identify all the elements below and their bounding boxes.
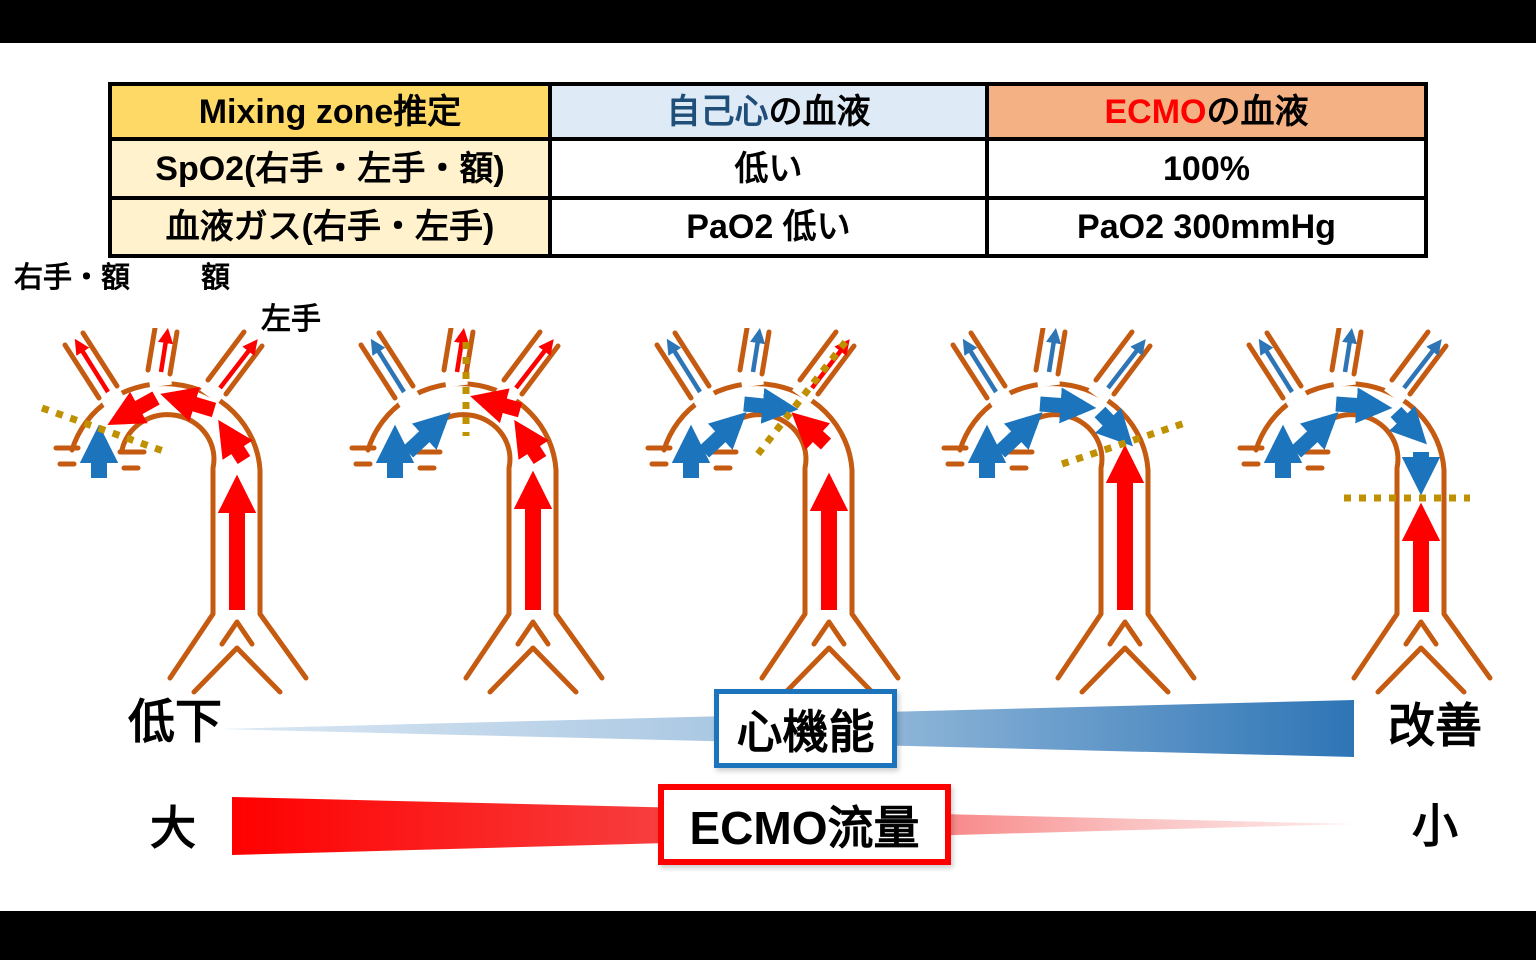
- aorta-diagram-5: [1237, 328, 1493, 695]
- bloodgas-ecmo-value: PaO2 300mmHg: [1077, 208, 1336, 246]
- spo2-ecmo-value: 100%: [1163, 149, 1250, 188]
- table-header-mixing-zone: Mixing zone推定: [110, 84, 550, 139]
- aorta-vessel: [349, 328, 605, 695]
- native-flow-arrows: [666, 328, 799, 478]
- native-heart-suffix: の血液: [768, 92, 871, 131]
- ecmo-flow-box: ECMO流量: [658, 784, 951, 865]
- ecmo-flow-arrows: [454, 328, 554, 610]
- table-row-spo2-ecmo: 100%: [987, 139, 1426, 198]
- ecmo-accent: ECMO: [1104, 92, 1207, 131]
- table-header-native-blood: 自己心の血液: [550, 84, 987, 139]
- aorta-vessel: [53, 328, 309, 695]
- table-row-spo2-label: SpO2(右手・左手・額): [110, 139, 550, 198]
- mixing-zone-line: [1060, 418, 1190, 468]
- spo2-native-value: 低い: [734, 149, 803, 188]
- native-flow-arrows: [962, 328, 1146, 478]
- cardiac-function-box-label: 心機能: [736, 705, 875, 758]
- aorta-vessel: [1237, 328, 1493, 695]
- branch-label-left-hand: 左手: [261, 303, 321, 336]
- aorta-vessel: [645, 328, 901, 695]
- mixing-zone-line: [40, 404, 168, 456]
- table-row-bloodgas-native: PaO2 低い: [550, 198, 987, 256]
- ecmo-axis-left-label: 大: [150, 802, 196, 854]
- ecmo-flow-arrows: [74, 328, 258, 610]
- bloodgas-native-value: PaO2 低い: [686, 208, 851, 246]
- bloodgas-label-text: 血液ガス(右手・左手): [165, 208, 495, 246]
- cardiac-function-box: 心機能: [714, 689, 897, 768]
- cardiac-axis-right-label: 改善: [1388, 699, 1482, 752]
- ecmo-suffix: の血液: [1206, 92, 1309, 131]
- branch-label-forehead: 額: [201, 262, 231, 294]
- aorta-diagram-2: [349, 328, 605, 695]
- native-heart-accent: 自己心: [666, 92, 769, 131]
- table-row-bloodgas-label: 血液ガス(右手・左手): [110, 198, 550, 256]
- ecmo-flow-box-label: ECMO流量: [689, 801, 920, 854]
- native-flow-arrows: [1258, 328, 1442, 496]
- cardiac-axis-left-label: 低下: [128, 695, 222, 748]
- aorta-vessel: [941, 328, 1197, 695]
- table-row-bloodgas-ecmo: PaO2 300mmHg: [987, 198, 1426, 256]
- aorta-diagram-4: [941, 328, 1197, 695]
- ecmo-axis-right-label: 小: [1412, 800, 1458, 852]
- spo2-label-text: SpO2(右手・左手・額): [155, 149, 505, 188]
- native-flow-arrows: [370, 338, 451, 478]
- aorta-diagram-3: [645, 328, 901, 695]
- aorta-diagram-1: [40, 328, 309, 695]
- branch-label-right-hand-forehead: 右手・額: [14, 262, 131, 294]
- table-header-mixing-zone-label: Mixing zone推定: [198, 92, 462, 131]
- mixing-zone-line: [755, 333, 853, 457]
- table-row-spo2-native: 低い: [550, 139, 987, 198]
